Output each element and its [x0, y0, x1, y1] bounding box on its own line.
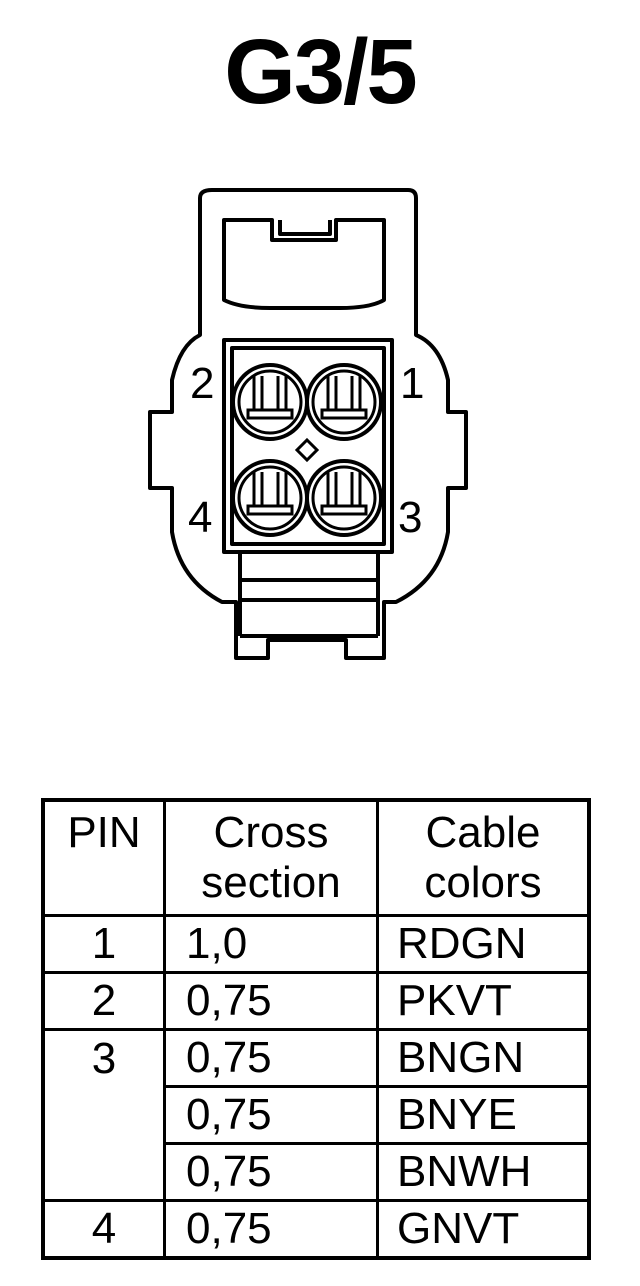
pin-label-4: 4	[188, 493, 212, 542]
cross-section-cell: 0,75	[163, 1199, 379, 1260]
connector-drawing: 2 1 4 3	[148, 188, 468, 660]
pin-socket-1	[305, 363, 383, 441]
cable-color-cell: GNVT	[376, 1199, 591, 1260]
cable-color-cell: RDGN	[376, 914, 591, 974]
pin-cell	[41, 1143, 166, 1202]
pin-label-1: 1	[400, 359, 424, 408]
connector-housing	[148, 188, 468, 660]
cross-section-cell: 1,0	[163, 914, 379, 974]
pin-cell: 2	[41, 971, 166, 1031]
latch-window	[222, 218, 386, 310]
cable-color-cell: BNWH	[376, 1142, 591, 1202]
cross-section-cell: 0,75	[163, 1085, 379, 1145]
key-diamond	[294, 437, 320, 463]
table-row: 1 1,0 RDGN	[41, 914, 591, 974]
cross-section-cell: 0,75	[163, 1028, 379, 1088]
pin-assignment-table: PIN Cross section Cable colors 1 1,0 RDG…	[41, 798, 591, 1260]
cable-color-cell: BNYE	[376, 1085, 591, 1145]
pin-socket-2	[231, 363, 309, 441]
table-row: 0,75 BNWH	[41, 1142, 591, 1202]
header-cross-section: Cross section	[163, 798, 379, 917]
pin-cell	[41, 1086, 166, 1144]
diagram-title: G3/5	[224, 21, 417, 123]
pin-label-2: 2	[190, 359, 214, 408]
header-pin: PIN	[41, 798, 166, 917]
pin-socket-4	[231, 459, 309, 537]
table-row: 2 0,75 PKVT	[41, 971, 591, 1031]
table-row: 3 0,75 BNGN	[41, 1028, 591, 1088]
cable-color-cell: PKVT	[376, 971, 591, 1031]
cable-color-cell: BNGN	[376, 1028, 591, 1088]
cross-section-cell: 0,75	[163, 971, 379, 1031]
pin-cell: 3	[41, 1028, 166, 1087]
cross-section-cell: 0,75	[163, 1142, 379, 1202]
pin-socket-3	[305, 459, 383, 537]
pin-cell: 4	[41, 1199, 166, 1260]
header-cable-colors: Cable colors	[376, 798, 591, 917]
pin-label-3: 3	[398, 493, 422, 542]
table-row: 4 0,75 GNVT	[41, 1199, 591, 1260]
cavity-block	[222, 338, 394, 554]
table-row: 0,75 BNYE	[41, 1085, 591, 1145]
table-header-row: PIN Cross section Cable colors	[41, 798, 591, 917]
pin-cell: 1	[41, 914, 166, 974]
